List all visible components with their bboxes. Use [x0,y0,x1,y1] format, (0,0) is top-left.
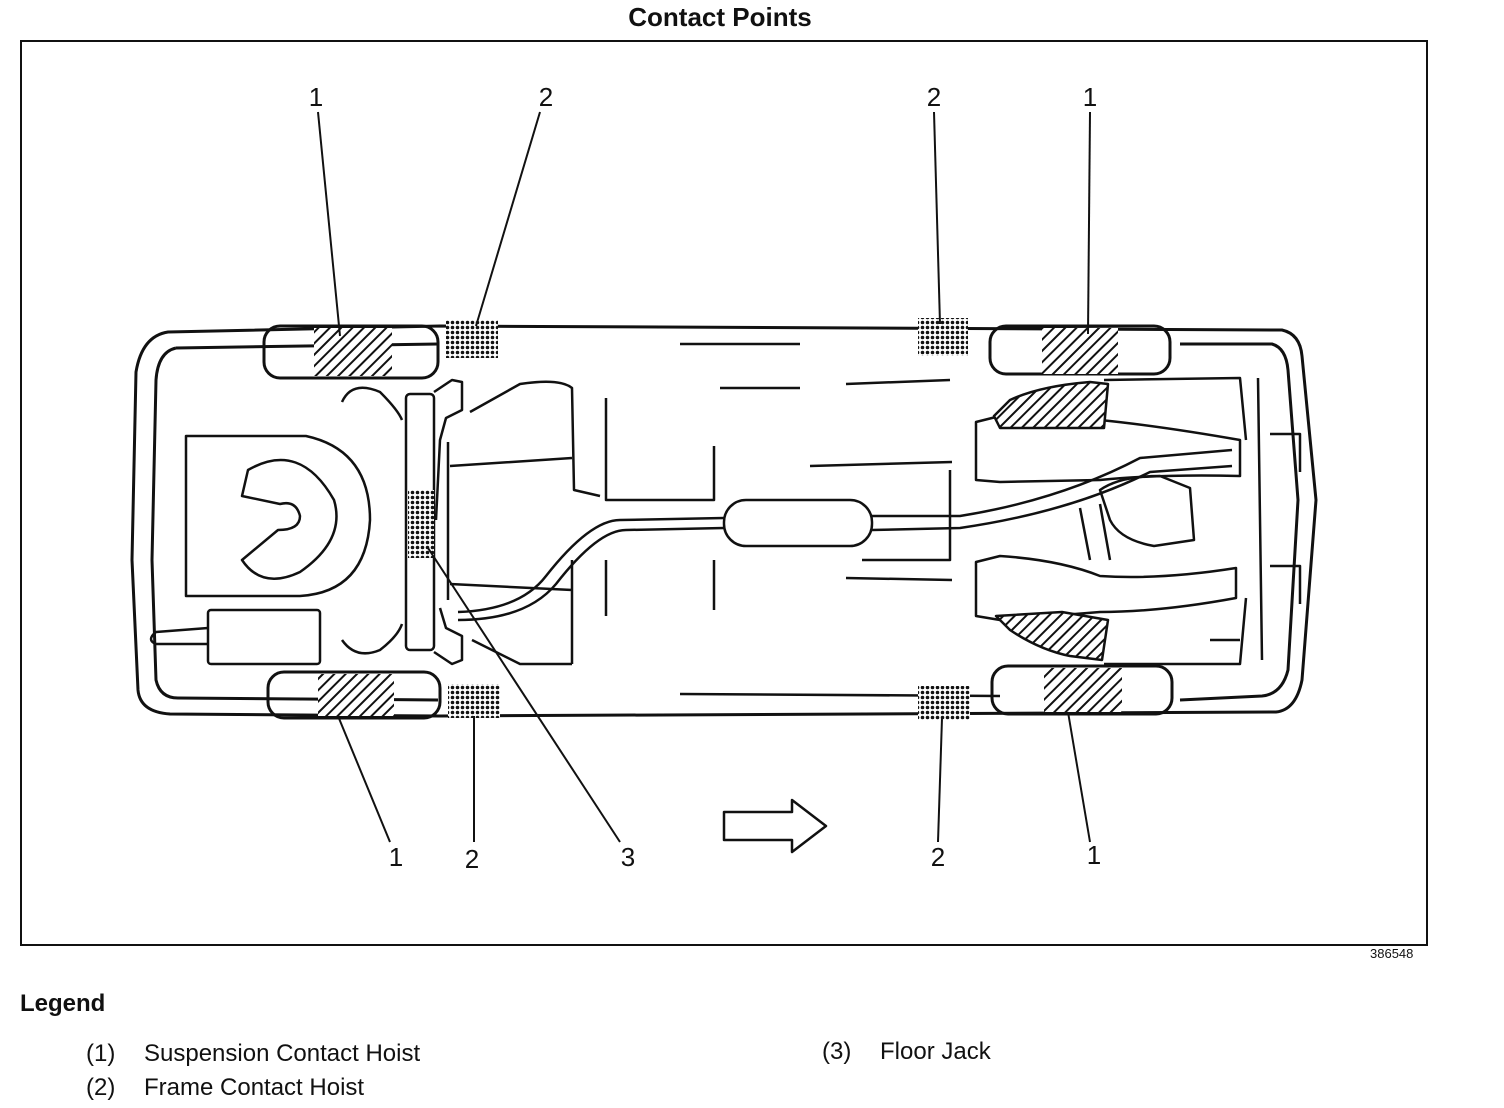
legend-item-2: (2) Frame Contact Hoist [86,1074,364,1102]
leader-line [933,111,941,325]
lower-control-arm-bottom [994,610,1110,662]
legend-item-number: (1) [86,1040,116,1067]
floor-pan [446,380,601,666]
leader-line [427,547,621,843]
callout-3: 3 [621,842,635,872]
legend-item-label: Suspension Contact Hoist [144,1040,421,1067]
tire-front-top [262,324,440,380]
diagram-frame [20,40,1428,946]
suspension-contact-front-top [314,328,392,376]
callout-1: 1 [389,842,403,872]
tire-rear-bottom [990,664,1174,716]
callout-1: 1 [1083,82,1097,112]
figure-id: 386548 [1370,946,1414,961]
vehicle-body-outline [130,324,1318,718]
legend-item-1: (1) Suspension Contact Hoist [86,1040,420,1068]
spare-tire-ring [240,458,338,580]
diagram-title: Contact Points [628,2,812,32]
frame-contact-top-left [446,320,498,358]
floor-jack-point [408,490,434,558]
suspension-contact-rear-bottom [1044,668,1122,712]
callout-2: 2 [465,844,479,874]
leader-line [337,715,391,843]
tire-front-bottom [266,670,442,720]
frame-contact-bottom-left [448,684,500,718]
callout-2: 2 [931,842,945,872]
engine-oil-pan [1078,474,1196,561]
suspension-contact-rear-top [1042,328,1118,374]
vehicle-inner-outline [150,342,1300,702]
callout-2: 2 [927,82,941,112]
exhaust-pipe [457,516,725,614]
leader-line [1067,711,1091,843]
muffler [722,498,874,548]
callout-1: 1 [1087,840,1101,870]
suspension-contact-front-bottom [318,674,394,716]
legend-item-3: (3) Floor Jack [822,1038,991,1066]
leader-line [317,111,341,337]
legend-item-label: Frame Contact Hoist [144,1074,365,1101]
forward-direction-arrow [722,798,828,854]
callout-2: 2 [539,82,553,112]
leader-line [475,111,541,327]
leader-line [1087,111,1091,335]
legend-item-label: Floor Jack [880,1038,991,1065]
fuel-canister [206,608,322,666]
spare-tire-well [184,434,372,598]
leader-line [937,717,943,843]
callout-1: 1 [309,82,323,112]
frame-contact-top-right [918,318,968,356]
legend-item-number: (2) [86,1074,116,1101]
legend-title: Legend [20,990,106,1017]
lower-control-arm-top [992,380,1110,430]
legend-item-number: (3) [822,1038,852,1065]
frame-contact-bottom-right [918,686,970,720]
